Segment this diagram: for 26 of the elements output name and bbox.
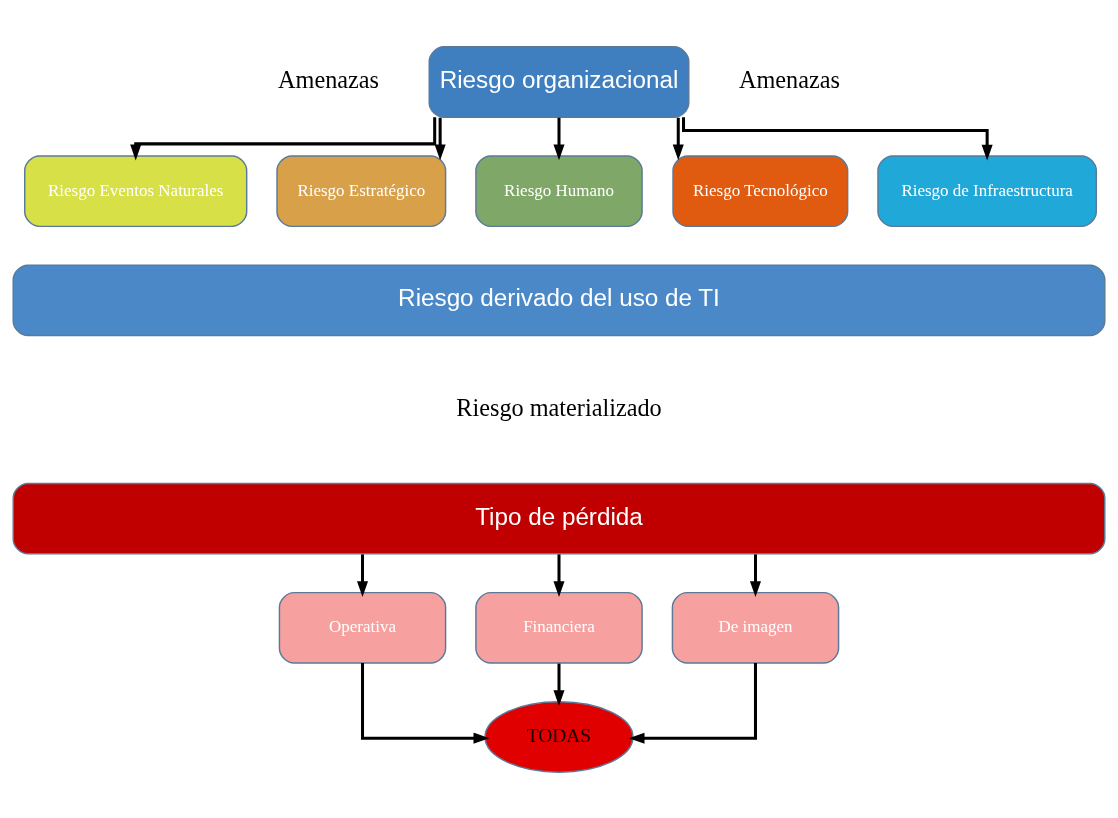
node-box: Riesgo Tecnológico [672, 154, 849, 227]
node-box: Riesgo Humano [475, 154, 643, 227]
arrow [682, 116, 993, 160]
node-box: Riesgo organizacional [428, 45, 690, 118]
label: Riesgo materializado [456, 393, 662, 421]
arrow [130, 116, 437, 160]
node-box: Riesgo derivado del uso de TI [12, 263, 1106, 336]
label: Amenazas [278, 65, 380, 93]
arrow [749, 553, 761, 597]
node-box: De imagen [671, 591, 840, 664]
node-ellipse: TODAS [484, 700, 634, 773]
arrow [434, 117, 446, 160]
node-box: Operativa [278, 591, 447, 664]
node-box: Financiera [475, 591, 643, 664]
node-box: Riesgo Estratégico [276, 154, 447, 227]
arrow [553, 553, 565, 597]
node-box: Riesgo Eventos Naturales [24, 154, 248, 227]
arrow [357, 553, 369, 597]
node-box: Tipo de pérdida [12, 482, 1106, 555]
node-box: Riesgo de Infraestructura [877, 154, 1098, 227]
arrow [628, 662, 757, 744]
arrow [672, 117, 684, 160]
arrow [553, 663, 565, 706]
label: Amenazas [738, 65, 840, 93]
arrow [553, 117, 565, 160]
arrow [361, 662, 490, 744]
